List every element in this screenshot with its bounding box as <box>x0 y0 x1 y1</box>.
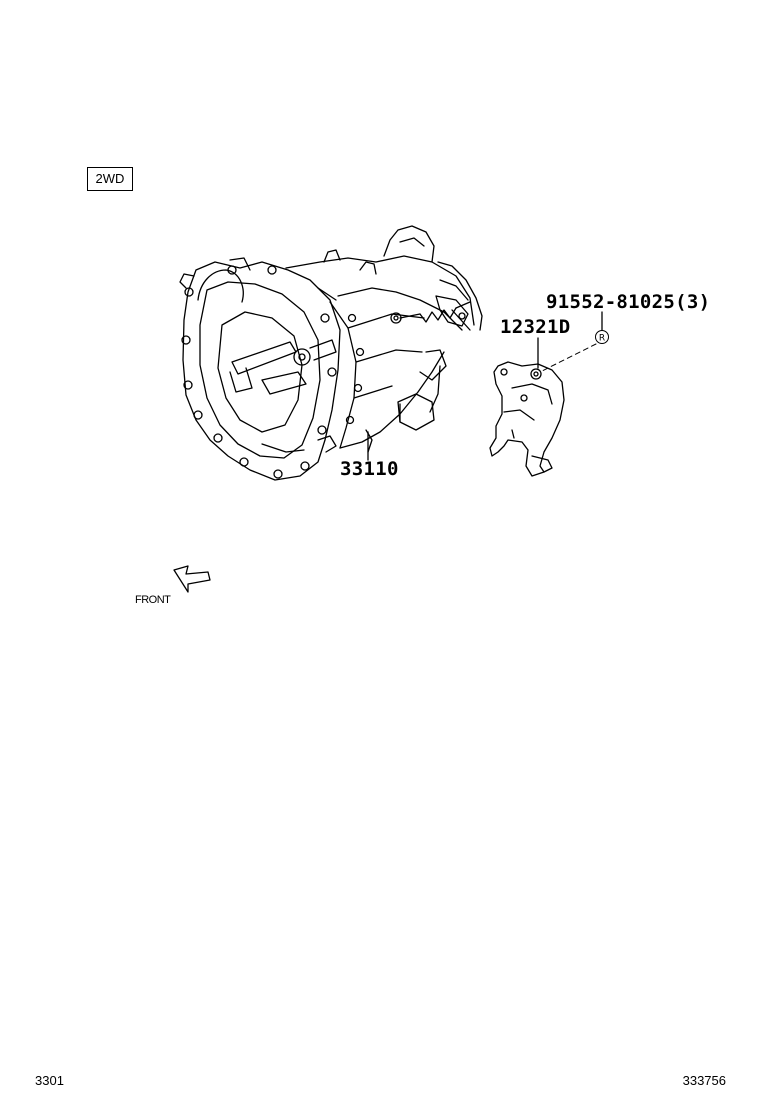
reference-marker-circle <box>595 330 609 344</box>
part-label-transmission[interactable]: 33110 <box>340 458 399 480</box>
part-label-bracket[interactable]: 12321D <box>500 316 571 338</box>
variant-label-box: 2WD <box>87 167 133 191</box>
footer-left-code: 3301 <box>35 1073 64 1088</box>
footer-right-code: 333756 <box>682 1073 726 1088</box>
part-label-bolt[interactable]: 91552-81025(3) <box>546 291 711 313</box>
reference-marker-letter: R <box>599 334 605 344</box>
transmission-assembly-drawing <box>179 225 483 481</box>
bolt-dashed-line <box>539 343 597 373</box>
variant-label: 2WD <box>95 171 125 186</box>
front-orientation-label: FRONT <box>135 594 171 606</box>
front-arrow-icon <box>173 565 211 593</box>
bracket-drawing <box>489 361 565 477</box>
